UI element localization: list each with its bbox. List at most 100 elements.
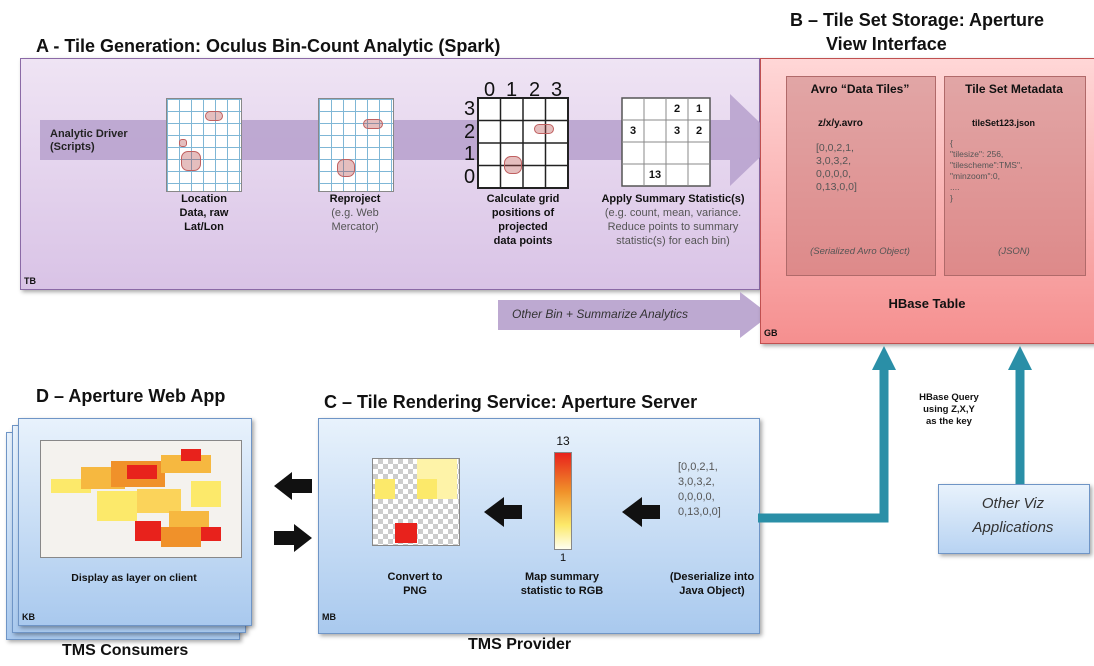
- summary-cell: 3: [629, 125, 637, 137]
- color-scale-bar: [554, 452, 572, 550]
- grid-row-label: 0: [464, 165, 476, 188]
- metadata-title: Tile Set Metadata: [965, 82, 1063, 96]
- reprojected-tile: [318, 98, 394, 192]
- png-cell: [417, 479, 437, 499]
- panel-c-corner-label: MB: [322, 612, 336, 622]
- rgb-label-line: statistic to RGB: [520, 585, 604, 597]
- step3-line: positions of: [491, 207, 555, 219]
- step4-line: statistic(s) for each bin): [616, 235, 730, 247]
- driver-line1: Analytic Driver: [50, 128, 128, 140]
- panel-b-corner-label: GB: [764, 328, 778, 338]
- hbase-table-label: HBase Table: [888, 296, 966, 311]
- colorbar-min: 1: [559, 552, 567, 564]
- deserialized-value-line: 0,0,0,0,: [678, 491, 715, 503]
- png-cell: [437, 459, 457, 479]
- metadata-value-line: "tilesize": 256,: [950, 149, 1004, 159]
- png-label-line: Convert to: [387, 571, 443, 583]
- step1-line: Location: [181, 193, 227, 205]
- heat-cell: [169, 511, 209, 529]
- data-tiles-value-line: 0,0,0,0,: [816, 168, 852, 180]
- step-summary-title: Apply Summary Statistic(s): [601, 193, 745, 205]
- metadata-values: { "tilesize": 256, "tilescheme":TMS", "m…: [950, 138, 1022, 204]
- point-cluster: [534, 124, 554, 134]
- other-viz-line: Applications: [972, 519, 1054, 536]
- png-label-line: PNG: [403, 585, 427, 597]
- data-tiles-value-line: 0,13,0,0]: [816, 181, 857, 193]
- png-cell: [437, 479, 457, 499]
- metadata-value-line: "tilescheme":TMS",: [950, 160, 1023, 170]
- tile-storage-panel: [760, 58, 1094, 344]
- summary-cell: 2: [673, 103, 681, 115]
- grid-col-label: 1: [506, 79, 518, 101]
- title-web-app: D – Aperture Web App: [36, 386, 226, 406]
- metadata-value-line: "minzoom":0,: [950, 171, 1000, 181]
- panel-d-corner-label: KB: [22, 612, 35, 622]
- query-line: as the key: [926, 416, 972, 427]
- point-cluster: [181, 151, 201, 171]
- step3-line: data points: [493, 235, 553, 247]
- other-viz-line: Other Viz: [981, 495, 1045, 512]
- grid-column-labels: 0 1 2 3: [482, 80, 572, 100]
- point-cluster: [504, 156, 522, 174]
- deserialized-value-line: 3,0,3,2,: [678, 476, 715, 488]
- summary-statistic-tile: 2 1 3 3 2 13: [621, 97, 711, 187]
- summary-cell: 2: [695, 125, 703, 137]
- deserialize-line: Java Object): [679, 585, 745, 597]
- heat-cell: [201, 527, 221, 541]
- deserialized-value-line: [0,0,2,1,: [678, 461, 718, 473]
- step2-line: (e.g. Web: [331, 207, 379, 219]
- other-viz-label: Other Viz Applications: [938, 492, 1088, 540]
- summary-cell: 1: [695, 103, 703, 115]
- point-cluster: [363, 119, 383, 129]
- grid-row-label: 2: [464, 120, 476, 143]
- driver-line2: (Scripts): [50, 141, 95, 153]
- deserialized-value-line: 0,13,0,0]: [678, 506, 721, 518]
- title-tile-storage-line1: B – Tile Set Storage: Aperture: [790, 10, 1045, 30]
- deserialize-line: (Deserialize into: [669, 571, 755, 583]
- grid-row-labels: 3 2 1 0: [464, 98, 478, 190]
- metadata-value-line: ....: [950, 182, 960, 192]
- step1-line: Data, raw: [179, 207, 229, 219]
- heat-cell: [161, 527, 201, 547]
- heat-cell: [97, 491, 137, 521]
- step4-line: (e.g. count, mean, variance.: [604, 207, 742, 219]
- data-tiles-title: Avro “Data Tiles”: [810, 82, 910, 96]
- analytic-driver-label: Analytic Driver (Scripts): [50, 128, 128, 154]
- raw-location-tile: [166, 98, 242, 192]
- title-tile-storage-line2: View Interface: [826, 34, 947, 54]
- tms-provider-label: TMS Provider: [468, 636, 572, 653]
- map-rgb-label: Map summary statistic to RGB: [504, 570, 620, 598]
- heat-cell: [135, 521, 161, 541]
- point-cluster: [179, 139, 187, 147]
- metadata-file: tileSet123.json: [972, 118, 1036, 128]
- summary-cell: 13: [648, 169, 662, 181]
- metadata-box: [944, 76, 1086, 276]
- hbase-query-label: HBase Query using Z,X,Y as the key: [906, 392, 992, 428]
- png-cell: [395, 523, 417, 543]
- convert-png-label: Convert to PNG: [360, 570, 470, 598]
- heatmap-layer: [40, 440, 242, 558]
- grid-position-tile: [477, 97, 569, 189]
- step3-line: projected: [498, 221, 548, 233]
- png-cell: [375, 479, 395, 499]
- summary-cell: 3: [673, 125, 681, 137]
- query-line: using Z,X,Y: [923, 404, 975, 415]
- step2-line: Mercator): [331, 221, 379, 233]
- heat-cell: [181, 449, 201, 461]
- layer-on-client-label: Display as layer on client: [71, 572, 197, 584]
- panel-a-corner-label: TB: [24, 276, 36, 286]
- deserialized-values: [0,0,2,1, 3,0,3,2, 0,0,0,0, 0,13,0,0]: [678, 460, 721, 520]
- heat-cell: [127, 465, 157, 479]
- tms-consumers-label: TMS Consumers: [62, 642, 189, 659]
- title-tile-rendering: C – Tile Rendering Service: Aperture Ser…: [324, 392, 698, 412]
- deserialize-label: (Deserialize into Java Object): [660, 570, 764, 598]
- grid-col-label: 2: [529, 79, 541, 101]
- point-cluster: [337, 159, 355, 177]
- summary-grid: [621, 97, 711, 187]
- other-viz-box: [938, 484, 1090, 554]
- bin-grid: [477, 97, 569, 189]
- data-tiles-box: [786, 76, 936, 276]
- metadata-note: (JSON): [998, 246, 1030, 257]
